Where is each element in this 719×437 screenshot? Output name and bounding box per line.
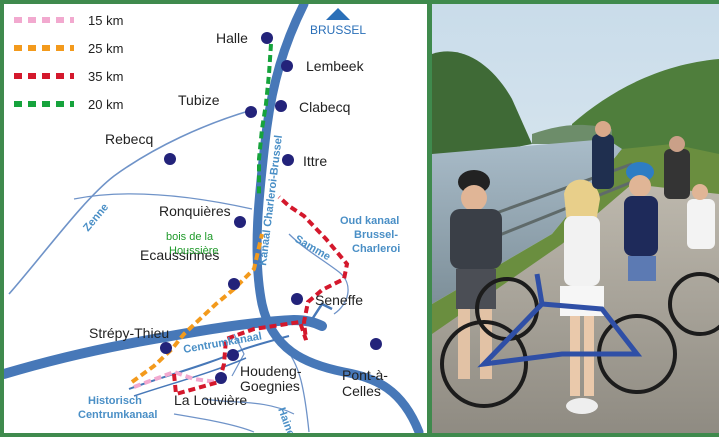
label-halle: Halle [216, 30, 248, 46]
label-houdeng-2: Goegnies [240, 378, 300, 394]
legend: 15 km 25 km 35 km 20 km [14, 13, 123, 112]
map-svg: 15 km 25 km 35 km 20 km BRUSSEL Halle Le… [4, 4, 424, 433]
town-dot-houdeng [227, 349, 239, 361]
compass-label: BRUSSEL [310, 23, 366, 37]
north-arrow-icon [326, 8, 350, 20]
label-forest-1: bois de la [166, 231, 214, 243]
town-dot-tubize [245, 106, 257, 118]
label-pont-1: Pont-à- [342, 367, 388, 383]
legend-label-35: 35 km [88, 69, 123, 84]
label-zenne: Zenne [81, 201, 111, 234]
town-dot-seneffe [291, 293, 303, 305]
town-markers [160, 32, 382, 384]
label-strepy: Strépy-Thieu [89, 325, 169, 341]
route-20km [257, 43, 273, 194]
label-seneffe: Seneffe [315, 292, 363, 308]
label-oud-1: Oud kanaal [340, 215, 399, 227]
route-35km [172, 195, 350, 397]
canal-charleroi-brussel [252, 4, 424, 433]
label-rebecq: Rebecq [105, 131, 153, 147]
town-dot-clabecq [275, 100, 287, 112]
town-dot-halle [261, 32, 273, 44]
photo-bike-wheel-1 [440, 320, 528, 408]
route-map: 15 km 25 km 35 km 20 km BRUSSEL Halle Le… [4, 4, 427, 433]
label-ronquieres: Ronquières [159, 203, 231, 219]
label-hist-1: Historisch [88, 395, 142, 407]
route-25km [130, 233, 264, 384]
river-small-2 [173, 413, 255, 433]
river-samme [288, 233, 349, 315]
town-dot-rebecq [164, 153, 176, 165]
photo-bike-frame [477, 273, 643, 368]
label-forest-2: Houssière [169, 245, 219, 257]
town-dot-ecaussinnes [228, 278, 240, 290]
label-clabecq: Clabecq [299, 99, 350, 115]
old-canal-segment [307, 302, 333, 325]
label-houdeng-1: Houdeng- [240, 363, 302, 379]
town-dot-lembeek [281, 60, 293, 72]
label-ittre: Ittre [303, 153, 327, 169]
label-haine: Haine [275, 406, 297, 433]
cyclists-photo [432, 4, 719, 433]
river-small [203, 398, 295, 415]
town-dot-pont [370, 338, 382, 350]
town-dot-strepy [160, 342, 172, 354]
photo-distant-trees [532, 124, 612, 144]
label-ecaussinnes: Ecaussinnes [140, 247, 219, 263]
town-dot-la-louviere [215, 372, 227, 384]
legend-label-20: 20 km [88, 97, 123, 112]
photo-hill-left [432, 51, 532, 165]
town-dot-ittre [282, 154, 294, 166]
label-pont-2: Celles [342, 383, 381, 399]
label-lembeek: Lembeek [306, 58, 365, 74]
label-oud-3: Charleroi [352, 243, 400, 255]
label-oud-2: Brussel- [354, 229, 398, 241]
legend-label-15: 15 km [88, 13, 123, 28]
photo-bike-wheel-4 [668, 272, 719, 336]
photo-svg [432, 4, 719, 433]
river-tributary [73, 193, 253, 210]
label-tubize: Tubize [178, 92, 220, 108]
river-zenne [8, 109, 253, 295]
river-small-3 [231, 333, 245, 377]
label-la-louviere: La Louvière [174, 392, 247, 408]
legend-label-25: 25 km [88, 41, 123, 56]
town-dot-ronquieres [234, 216, 246, 228]
label-hist-2: Centrumkanaal [78, 409, 157, 421]
